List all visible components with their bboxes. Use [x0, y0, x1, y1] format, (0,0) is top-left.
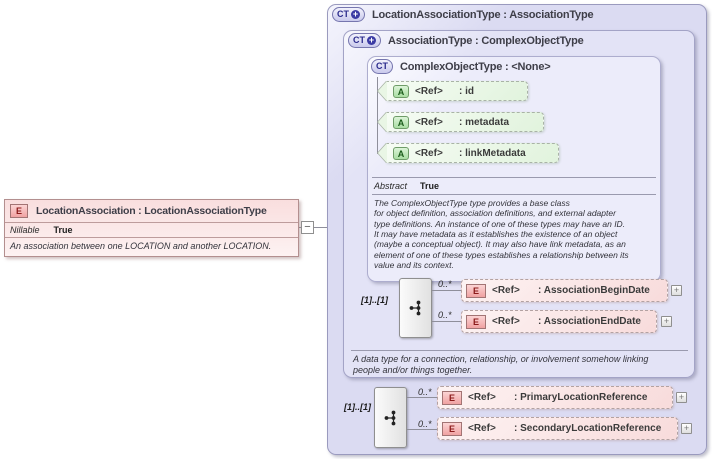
connector-line [296, 227, 333, 228]
expand-button[interactable]: + [661, 316, 672, 327]
occurrence-label: 0..* [438, 279, 452, 289]
attribute-node-link-metadata[interactable]: A <Ref> : linkMetadata [386, 143, 559, 163]
attribute-icon: A [393, 115, 409, 129]
element-icon: E [466, 314, 486, 329]
element-name: : AssociationBeginDate [538, 285, 650, 296]
facet-row: Nillable True [5, 222, 298, 237]
complex-type-title: AssociationType : ComplexObjectType [388, 34, 584, 47]
element-name: : PrimaryLocationReference [514, 392, 648, 403]
attribute-name: : linkMetadata [459, 147, 526, 159]
divider [351, 350, 688, 351]
complex-type-icon: CT [371, 59, 393, 74]
connector-line [407, 429, 437, 430]
facet-value: True [53, 225, 73, 235]
facet-label: Abstract [374, 181, 408, 191]
derived-plus-icon: + [367, 35, 376, 45]
element-name: : AssociationEndDate [538, 316, 641, 327]
attribute-name: : metadata [459, 116, 510, 128]
element-icon: E [442, 421, 462, 436]
element-ref: <Ref> [468, 423, 496, 434]
element-icon: E [466, 283, 486, 298]
attribute-icon: A [393, 84, 409, 98]
complex-type-header[interactable]: CT ComplexObjectType : <None> [371, 59, 551, 74]
facet-label: Nillable [10, 225, 40, 235]
ct-badge-label: CT [337, 9, 349, 19]
element-name: : SecondaryLocationReference [514, 423, 662, 434]
element-header: E LocationAssociation : LocationAssociat… [5, 200, 298, 222]
element-node-location-association[interactable]: E LocationAssociation : LocationAssociat… [4, 199, 299, 257]
sequence-glyph [384, 410, 395, 425]
element-node-primary-location-reference[interactable]: E <Ref> : PrimaryLocationReference [437, 386, 673, 409]
type-annotation-text: The ComplexObjectType type provides a ba… [374, 198, 629, 271]
attribute-name: : id [459, 85, 474, 97]
occurrence-label: 0..* [418, 419, 432, 429]
occurrence-label: 0..* [418, 387, 432, 397]
occurrence-label: 0..* [438, 310, 452, 320]
attribute-icon: A [393, 146, 409, 160]
cardinality-label: [1]..[1] [344, 402, 371, 412]
expand-button[interactable]: + [676, 392, 687, 403]
complex-type-title: ComplexObjectType : <None> [400, 60, 551, 73]
element-annotation-text: An association between one LOCATION and … [5, 237, 298, 251]
element-title: LocationAssociation : LocationAssociatio… [36, 205, 267, 217]
ct-badge-label: CT [376, 61, 388, 71]
element-icon: E [10, 204, 28, 218]
type-annotation-text: A data type for a connection, relationsh… [353, 354, 649, 375]
ct-badge-label: CT [353, 35, 365, 45]
complex-type-title: LocationAssociationType : AssociationTyp… [372, 8, 594, 21]
complex-type-icon: CT + [348, 33, 381, 48]
sequence-icon[interactable] [399, 278, 432, 338]
collapse-button[interactable]: − [301, 221, 314, 234]
cardinality-label: [1]..[1] [361, 295, 388, 305]
attribute-node-metadata[interactable]: A <Ref> : metadata [386, 112, 544, 132]
element-icon: E [442, 390, 462, 405]
complex-type-header[interactable]: CT + LocationAssociationType : Associati… [332, 7, 594, 22]
attribute-node-id[interactable]: A <Ref> : id [386, 81, 528, 101]
expand-button[interactable]: + [681, 423, 692, 434]
connector-line [432, 321, 461, 322]
element-node-association-end-date[interactable]: E <Ref> : AssociationEndDate [461, 310, 657, 333]
attribute-ref: <Ref> [415, 147, 443, 159]
element-ref: <Ref> [468, 392, 496, 403]
connector-line [432, 290, 461, 291]
complex-type-icon: CT + [332, 7, 365, 22]
expand-button[interactable]: + [671, 285, 682, 296]
facet-value: True [420, 181, 440, 191]
attribute-ref: <Ref> [415, 116, 443, 128]
element-node-secondary-location-reference[interactable]: E <Ref> : SecondaryLocationReference [437, 417, 678, 440]
element-ref: <Ref> [492, 316, 520, 327]
sequence-icon[interactable] [374, 387, 407, 448]
divider [372, 177, 656, 178]
sequence-glyph [409, 300, 420, 316]
element-ref: <Ref> [492, 285, 520, 296]
element-node-association-begin-date[interactable]: E <Ref> : AssociationBeginDate [461, 279, 668, 302]
attribute-ref: <Ref> [415, 85, 443, 97]
divider [372, 194, 656, 195]
complex-type-header[interactable]: CT + AssociationType : ComplexObjectType [348, 33, 584, 48]
derived-plus-icon: + [351, 9, 360, 19]
connector-line [407, 397, 437, 398]
